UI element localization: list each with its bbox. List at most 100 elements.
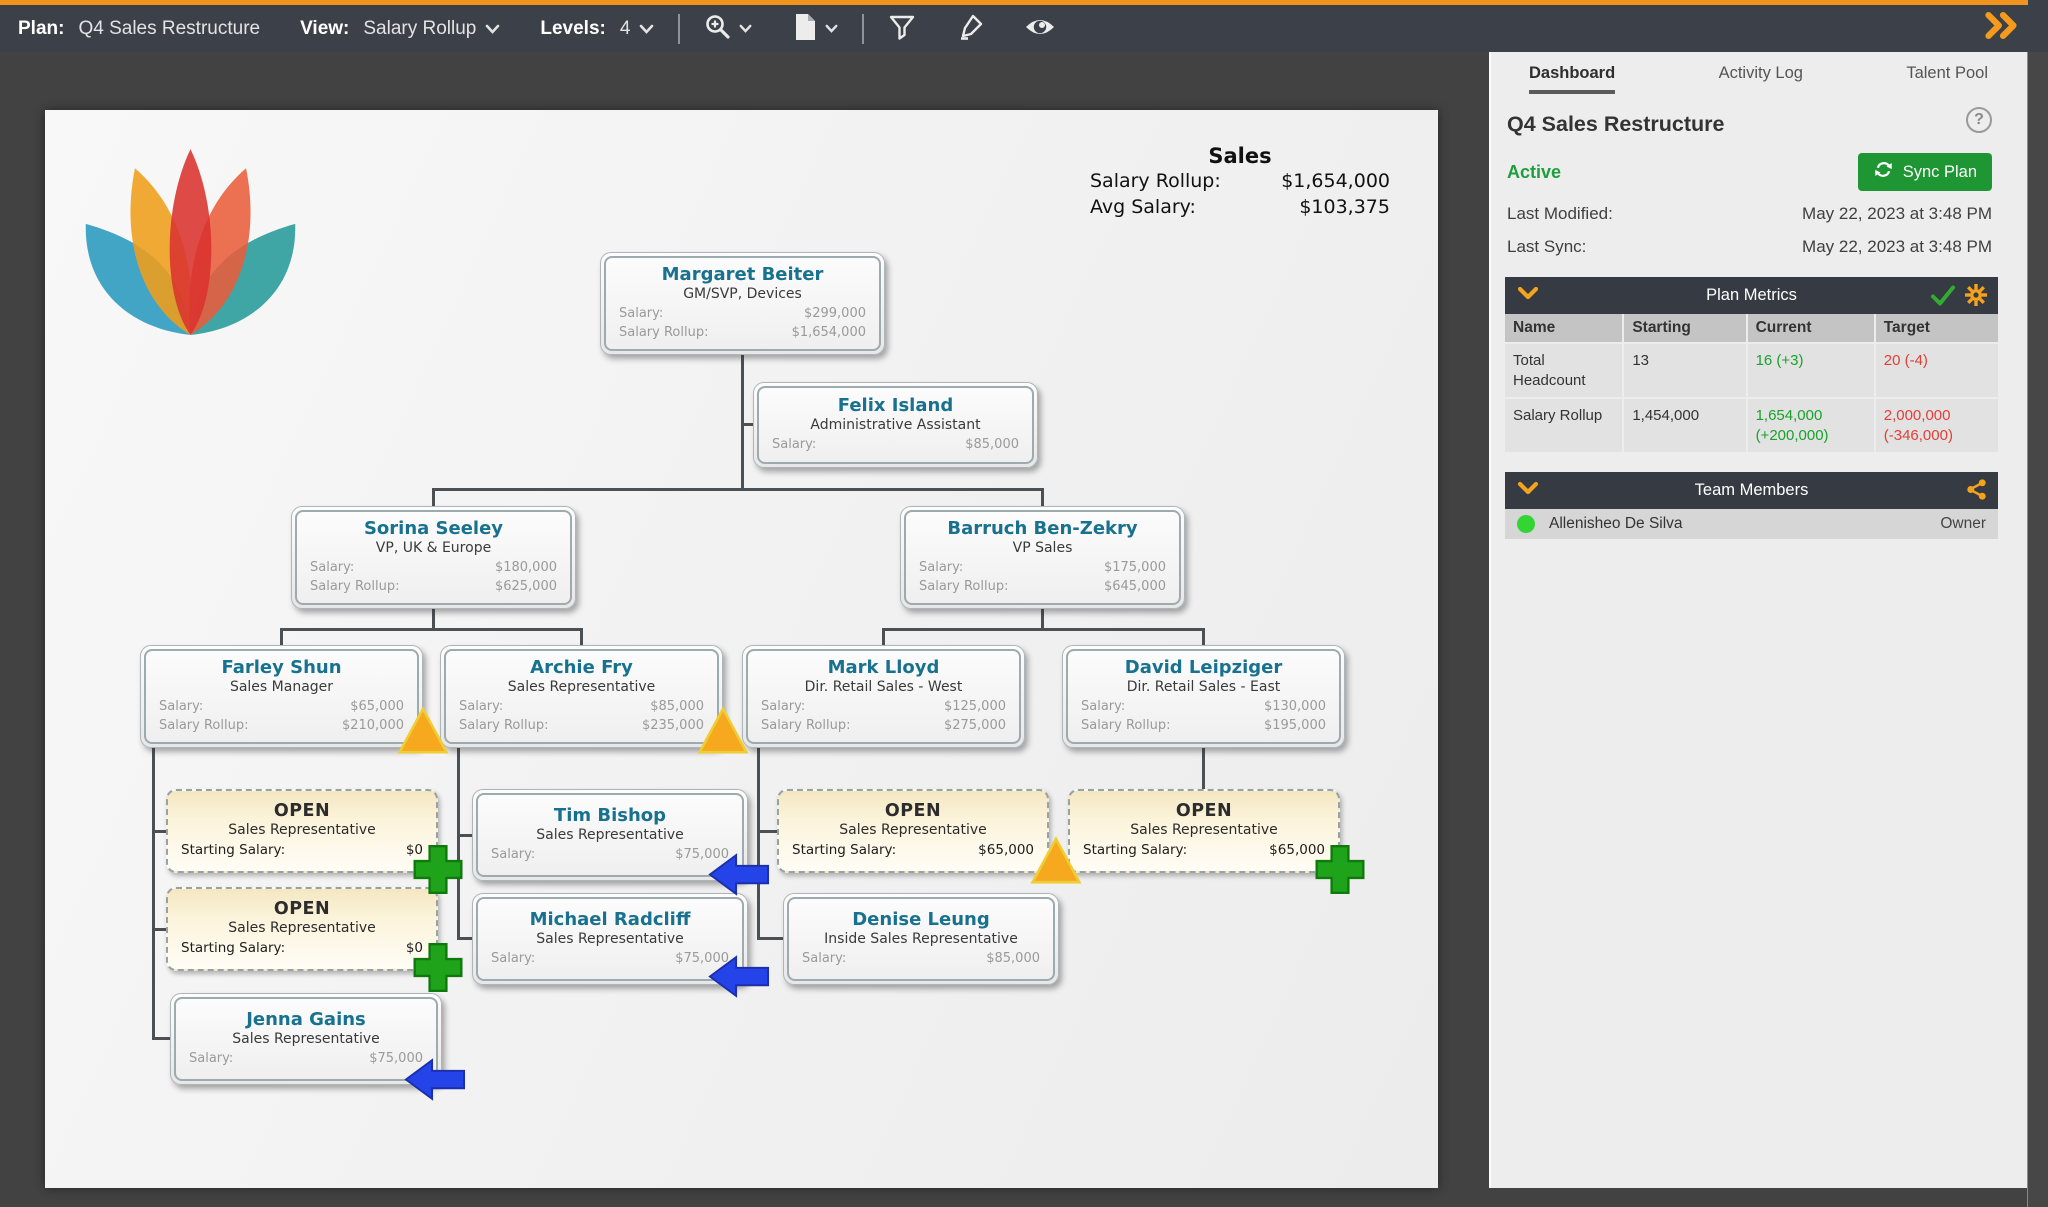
salary-value: $0: [405, 842, 423, 859]
org-chart-canvas[interactable]: Sales Salary Rollup: $1,654,000 Avg Sala…: [45, 110, 1438, 1188]
node-employee-name: Archie Fry: [530, 657, 633, 679]
node-job-title: Sales Representative: [507, 678, 656, 695]
share-icon[interactable]: [1965, 478, 1988, 504]
node-employee-name: Mark Lloyd: [827, 657, 940, 679]
salary-value: $210,000: [341, 717, 404, 733]
sync-plan-button[interactable]: Sync Plan: [1857, 153, 1992, 191]
node-employee-name: Jenna Gains: [246, 1009, 366, 1031]
filter-funnel-icon: [888, 13, 916, 44]
node-job-title: GM/SVP, Devices: [683, 285, 802, 302]
node-salary-row: Salary Rollup:$275,000: [748, 717, 1019, 736]
node-employee-name: OPEN: [884, 801, 942, 822]
lotus-logo: [73, 136, 308, 353]
collapse-chevron-icon[interactable]: [1517, 481, 1539, 499]
node-employee-name: David Leipziger: [1124, 657, 1283, 679]
salary-label: Salary Rollup:: [919, 578, 1009, 594]
eye-icon: [1024, 15, 1056, 42]
summary-row: Salary Rollup: $1,654,000: [1090, 168, 1390, 194]
visibility-button[interactable]: [1024, 15, 1056, 42]
plan-label: Plan:: [18, 17, 65, 39]
summary-value: $1,654,000: [1281, 170, 1390, 192]
export-button[interactable]: [792, 12, 838, 45]
org-connector-line: [152, 928, 166, 931]
org-connector-line: [280, 628, 283, 645]
node-job-title: Sales Manager: [229, 678, 334, 695]
levels-selector[interactable]: 4: [620, 18, 655, 40]
help-icon[interactable]: ?: [1966, 106, 1992, 133]
zoom-button[interactable]: [704, 13, 752, 44]
tab-dashboard[interactable]: Dashboard: [1529, 62, 1616, 94]
summary-label: Avg Salary:: [1090, 196, 1196, 219]
node-job-title: Sales Representative: [228, 822, 376, 839]
node-job-title: Administrative Assistant: [810, 416, 981, 433]
node-salary-row: Salary:$65,000: [146, 698, 417, 717]
metrics-column-header: Target: [1873, 314, 1998, 343]
view-selector[interactable]: Salary Rollup: [363, 18, 500, 40]
toolbar: Plan: Q4 Sales Restructure View: Salary …: [0, 0, 2048, 52]
metrics-settings-gear-icon[interactable]: [1964, 283, 1988, 310]
levels-label: Levels:: [540, 17, 606, 39]
node-employee-name: Sorina Seeley: [363, 518, 504, 540]
team-members-header: Team Members: [1505, 472, 1998, 509]
tab-activity-log[interactable]: Activity Log: [1719, 62, 1803, 90]
salary-value: $235,000: [641, 717, 704, 733]
view-selector-value: Salary Rollup: [363, 17, 477, 39]
node-salary-row: Starting Salary:$65,000: [1073, 841, 1335, 861]
metrics-cell: 16 (+3): [1745, 342, 1875, 398]
salary-label: Salary:: [619, 305, 664, 321]
online-status-dot: [1517, 515, 1535, 533]
node-salary-row: Salary Rollup:$235,000: [446, 717, 717, 736]
salary-value: $175,000: [1103, 559, 1166, 575]
sidebar: Dashboard Activity Log Talent Pool Q4 Sa…: [1489, 52, 2028, 1188]
salary-label: Salary:: [310, 559, 355, 575]
sidebar-scrollbar[interactable]: [2027, 52, 2048, 1207]
salary-value: $1,654,000: [791, 324, 866, 340]
metrics-check-icon[interactable]: [1930, 284, 1956, 310]
node-job-title: Sales Representative: [839, 822, 987, 839]
salary-label: Salary:: [772, 436, 817, 452]
highlighter-icon: [956, 13, 984, 44]
node-employee-name: Felix Island: [837, 395, 954, 417]
node-salary-row: Salary:$299,000: [606, 305, 879, 324]
highlight-button[interactable]: [956, 13, 984, 44]
node-salary-row: Salary:$85,000: [789, 950, 1053, 969]
org-connector-line: [1041, 609, 1044, 628]
salary-label: Salary:: [1081, 698, 1126, 714]
org-connector-line: [757, 748, 760, 939]
levels-selector-value: 4: [619, 17, 631, 39]
view-label: View:: [300, 17, 350, 39]
toolbar-divider: [678, 13, 681, 44]
expand-panel-button[interactable]: [1984, 12, 2020, 42]
metrics-cell: Salary Rollup: [1505, 397, 1624, 452]
page-title: Q4 Sales Restructure: [1507, 112, 1725, 136]
collapse-chevron-icon[interactable]: [1517, 286, 1539, 304]
node-job-title: Sales Representative: [1130, 822, 1278, 839]
salary-label: Starting Salary:: [181, 940, 286, 957]
salary-value: $85,000: [965, 436, 1019, 452]
zoom-in-icon: [704, 13, 732, 44]
salary-label: Salary:: [802, 950, 847, 966]
tab-talent-pool[interactable]: Talent Pool: [1906, 62, 1988, 90]
accent-topline: [0, 0, 2028, 5]
summary-row: Avg Salary: $103,375: [1090, 194, 1390, 220]
filter-button[interactable]: [888, 13, 916, 44]
